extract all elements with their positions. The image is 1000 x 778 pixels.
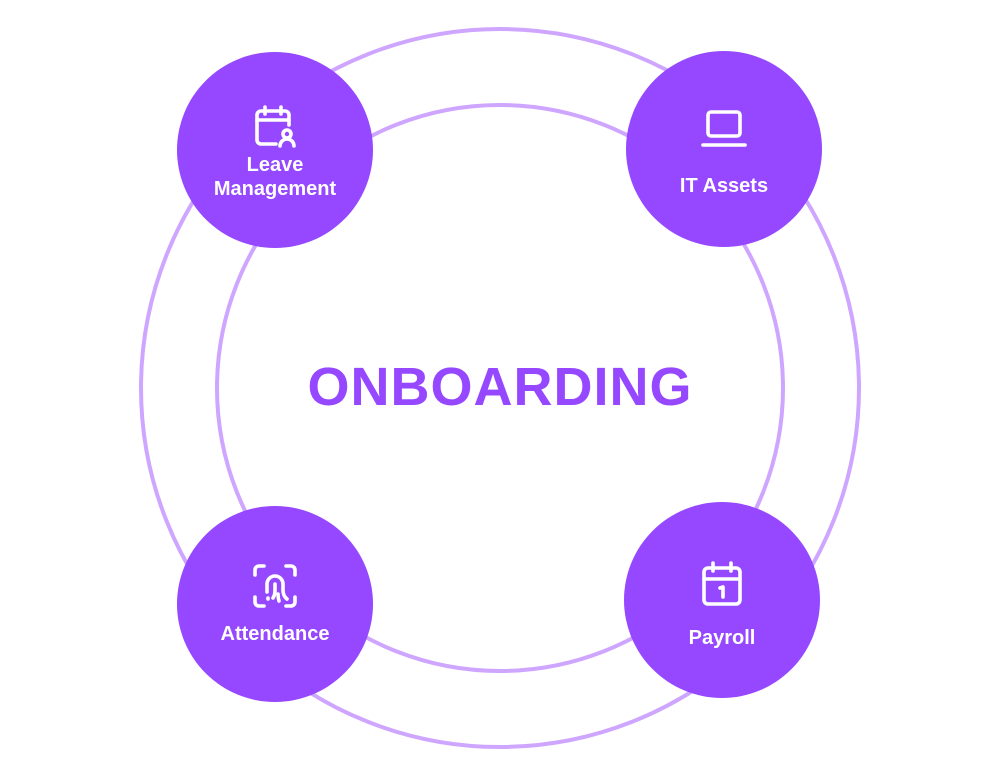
calendar-day-icon bbox=[702, 561, 742, 606]
node-label: Management bbox=[213, 178, 337, 200]
fingerprint-scan-icon bbox=[253, 564, 297, 608]
diagram-title: ONBOARDING bbox=[307, 357, 693, 417]
node-label: Leave bbox=[246, 154, 304, 176]
calendar-user-icon bbox=[255, 105, 296, 148]
outer-ring bbox=[139, 27, 861, 749]
node-label: Attendance bbox=[220, 623, 330, 645]
node-leave-management[interactable]: Leave Management bbox=[177, 52, 373, 248]
node-label: IT Assets bbox=[679, 175, 769, 197]
inner-ring bbox=[215, 103, 785, 673]
node-attendance[interactable]: Attendance bbox=[177, 506, 373, 702]
node-payroll[interactable]: Payroll bbox=[624, 502, 820, 698]
node-it-assets[interactable]: IT Assets bbox=[626, 51, 822, 247]
laptop-icon bbox=[701, 110, 747, 147]
node-label: Payroll bbox=[688, 627, 756, 649]
